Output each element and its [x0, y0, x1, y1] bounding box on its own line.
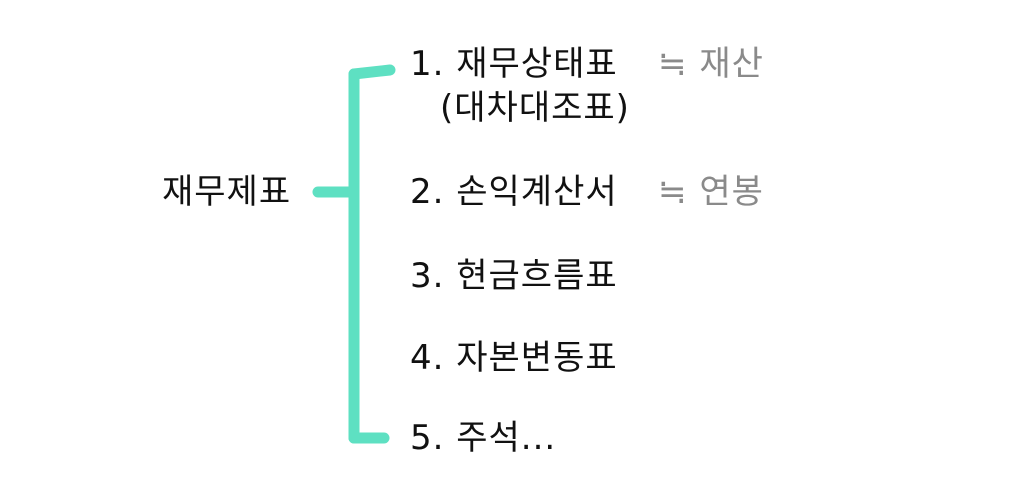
- note-income-statement: ≒ 연봉: [658, 172, 764, 212]
- item-cash-flow: 3. 현금흐름표: [410, 256, 618, 296]
- item-equity-changes: 4. 자본변동표: [410, 338, 618, 378]
- bracket-top-arm: [348, 64, 396, 80]
- item-notes: 5. 주석...: [410, 418, 557, 458]
- item-balance-sheet: 1. 재무상태표: [410, 44, 618, 84]
- item-income-statement: 2. 손익계산서: [410, 172, 618, 212]
- note-balance-sheet: ≒ 재산: [658, 44, 764, 84]
- item-balance-sheet-sub: (대차대조표): [440, 88, 630, 128]
- root-node: 재무제표: [162, 172, 292, 212]
